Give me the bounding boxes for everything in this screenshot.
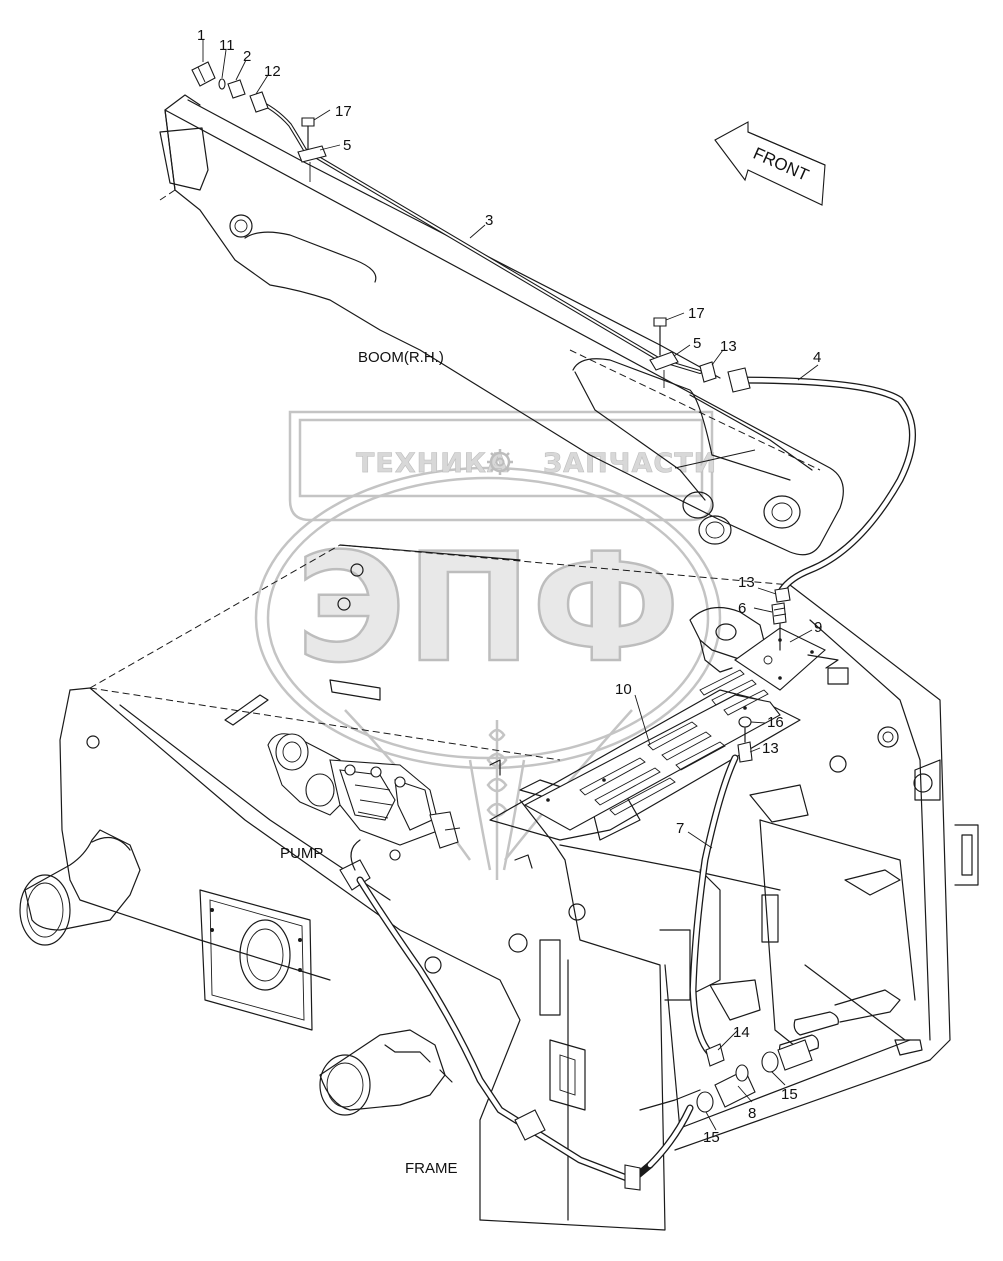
- pump-label: PUMP: [280, 845, 323, 862]
- callout-numbers: 1 11 2 12 17 5 3 17 5 13 4 13 6 9 10 16 …: [197, 27, 822, 1146]
- left-axle-housing: [19, 829, 141, 946]
- frame-label: FRAME: [405, 1160, 458, 1177]
- main-frame: [19, 544, 979, 1231]
- callout-6: 6: [738, 600, 746, 617]
- wheat-ear-icon: [468, 720, 526, 880]
- callout-14: 14: [733, 1024, 750, 1041]
- callout-13-lower: 13: [762, 740, 779, 757]
- callout-16: 16: [767, 714, 784, 731]
- boom-label: BOOM(R.H.): [358, 349, 444, 366]
- leader-lines: [202, 40, 819, 1131]
- hydraulic-lines: [253, 98, 916, 1191]
- callout-5-upper: 5: [343, 137, 351, 154]
- callout-17-upper: 17: [335, 103, 352, 120]
- watermark-text-right: ЗАПЧАСТИ: [543, 448, 717, 479]
- watermark-big-letters: ЭПФ: [296, 522, 680, 696]
- callout-1: 1: [197, 27, 205, 44]
- callout-17-lower: 17: [688, 305, 705, 322]
- boom-rh: [159, 94, 844, 556]
- fittings: [191, 61, 813, 1113]
- callout-15-right: 15: [781, 1086, 798, 1103]
- cover-plate-9: [734, 627, 839, 691]
- callout-13-middle: 13: [738, 574, 755, 591]
- callout-5-lower: 5: [693, 335, 701, 352]
- callout-11: 11: [219, 37, 235, 54]
- callout-13-upper: 13: [720, 338, 737, 355]
- callout-2: 2: [243, 48, 251, 65]
- callout-4: 4: [813, 349, 821, 366]
- callout-10: 10: [615, 681, 632, 698]
- watermark: ТЕХНИКА ЗАПЧАСТИ ЭПФ: [254, 410, 722, 880]
- watermark-text-left: ТЕХНИКА: [356, 448, 509, 479]
- callout-7: 7: [676, 820, 684, 837]
- right-axle-housing: [319, 1029, 453, 1116]
- callout-12: 12: [264, 63, 281, 80]
- front-direction-arrow: FRONT: [714, 121, 826, 206]
- cover-plate-10: [523, 669, 781, 831]
- hydraulic-pump: [267, 733, 461, 891]
- callout-8: 8: [748, 1105, 756, 1122]
- callout-9: 9: [814, 619, 822, 636]
- callout-3: 3: [485, 212, 493, 229]
- gear-icon: [487, 449, 513, 475]
- callout-15-left: 15: [703, 1129, 720, 1146]
